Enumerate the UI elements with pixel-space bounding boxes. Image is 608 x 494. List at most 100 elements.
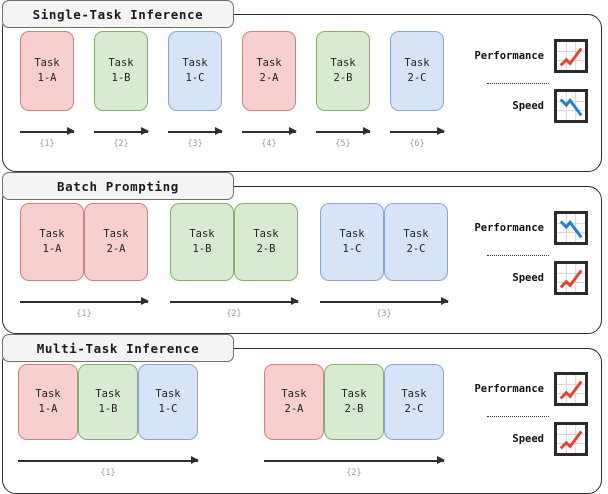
- task-card-title: Task: [95, 387, 121, 400]
- task-card-title: Task: [401, 387, 427, 400]
- task-card: Task 2-A: [264, 364, 324, 440]
- step-label: {4}: [261, 139, 277, 149]
- legend-divider: [487, 255, 549, 256]
- task-card-id: 1-C: [342, 243, 362, 255]
- task-card-id: 2-A: [106, 243, 126, 255]
- task-card-id: 2-B: [344, 403, 364, 415]
- step-arrow: [20, 127, 75, 137]
- step-label: {1}: [100, 468, 116, 478]
- task-card: Task 1-C: [320, 203, 384, 281]
- task-card-id: 2-A: [259, 72, 279, 84]
- arrow-head-icon: [441, 297, 449, 306]
- task-card: Task 1-C: [138, 364, 198, 440]
- legend-performance-label: Performance: [474, 50, 544, 62]
- task-card-title: Task: [103, 227, 129, 240]
- arrow-head-icon: [291, 297, 299, 306]
- arrow-head-icon: [141, 297, 149, 306]
- step-label: {6}: [409, 139, 425, 149]
- step-arrow: [264, 456, 445, 466]
- task-card-id: 1-B: [192, 243, 212, 255]
- step-arrow: [94, 127, 149, 137]
- task-card-title: Task: [341, 387, 367, 400]
- step-arrow: [390, 127, 445, 137]
- arrow-head-icon: [67, 127, 75, 136]
- section-title: Single-Task Inference: [32, 6, 204, 22]
- task-card-title: Task: [35, 387, 61, 400]
- task-card-id: 2-C: [407, 72, 427, 84]
- arrow-shaft: [264, 460, 444, 462]
- task-card-id: 1-C: [185, 72, 205, 84]
- arrow-head-icon: [141, 127, 149, 136]
- arrow-head-icon: [289, 127, 297, 136]
- arrow-shaft: [168, 131, 222, 133]
- section-panel: [2, 14, 602, 172]
- task-card-title: Task: [404, 56, 430, 69]
- task-card: Task 2-A: [242, 31, 296, 111]
- task-card: Task 2-A: [84, 203, 148, 281]
- task-card-title: Task: [108, 56, 134, 69]
- arrow-shaft: [20, 131, 74, 133]
- step-label: {3}: [376, 309, 392, 319]
- task-card-id: 1-C: [158, 403, 178, 415]
- legend-performance-label: Performance: [474, 222, 544, 234]
- task-card-title: Task: [339, 227, 365, 240]
- legend-performance-trend-up-red-icon: [554, 39, 588, 73]
- step-label: {5}: [335, 139, 351, 149]
- task-card-id: 1-B: [98, 403, 118, 415]
- section-title-tab: Multi-Task Inference: [2, 334, 234, 362]
- task-card: Task 1-B: [170, 203, 234, 281]
- task-card-id: 2-A: [284, 403, 304, 415]
- arrow-shaft: [320, 301, 448, 303]
- task-card: Task 1-B: [78, 364, 138, 440]
- step-arrow: [20, 297, 149, 307]
- legend-speed-trend-up-red-icon: [554, 422, 588, 456]
- task-card: Task 1-A: [20, 203, 84, 281]
- step-arrow: [170, 297, 299, 307]
- legend-divider: [487, 83, 549, 84]
- legend-speed-label: Speed: [512, 100, 544, 112]
- task-card-title: Task: [189, 227, 215, 240]
- section-title-tab: Single-Task Inference: [2, 0, 234, 28]
- arrow-head-icon: [215, 127, 223, 136]
- task-card: Task 2-C: [390, 31, 444, 111]
- task-card: Task 2-C: [384, 203, 448, 281]
- task-card-title: Task: [155, 387, 181, 400]
- step-label: {1}: [76, 309, 92, 319]
- task-card-id: 1-A: [42, 243, 62, 255]
- step-label: {2}: [346, 468, 362, 478]
- arrow-shaft: [20, 301, 148, 303]
- legend-divider: [487, 416, 549, 417]
- legend-speed-label: Speed: [512, 272, 544, 284]
- step-arrow: [320, 297, 449, 307]
- task-card-title: Task: [39, 227, 65, 240]
- legend-speed-trend-down-blue-icon: [554, 89, 588, 123]
- step-arrow: [316, 127, 371, 137]
- task-card-id: 2-B: [333, 72, 353, 84]
- task-card-title: Task: [256, 56, 282, 69]
- task-card: Task 2-B: [316, 31, 370, 111]
- arrow-shaft: [18, 460, 198, 462]
- step-label: {2}: [226, 309, 242, 319]
- step-arrow: [18, 456, 199, 466]
- task-card-id: 2-B: [256, 243, 276, 255]
- task-card-id: 2-C: [406, 243, 426, 255]
- section-title: Multi-Task Inference: [36, 340, 200, 356]
- step-arrow: [168, 127, 223, 137]
- task-card-title: Task: [330, 56, 356, 69]
- arrow-shaft: [390, 131, 444, 133]
- step-label: {1}: [39, 139, 55, 149]
- task-card-title: Task: [403, 227, 429, 240]
- arrow-shaft: [94, 131, 148, 133]
- task-card-title: Task: [281, 387, 307, 400]
- arrow-shaft: [242, 131, 296, 133]
- arrow-head-icon: [437, 456, 445, 465]
